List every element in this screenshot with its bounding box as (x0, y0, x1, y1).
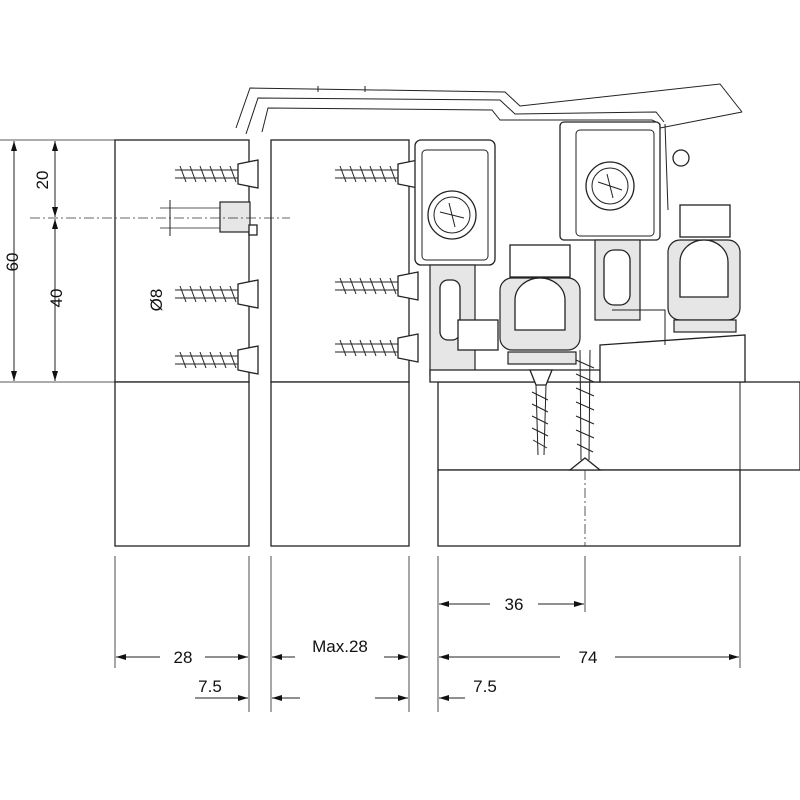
base-screws (529, 349, 602, 471)
dim-height-bottom: 40 (47, 289, 66, 308)
screw-middle-1 (335, 159, 419, 189)
screw-middle-2 (335, 271, 419, 301)
roller-carriage-2 (599, 204, 746, 383)
dim-middle-width: Max.28 (312, 637, 368, 656)
cover-profile (235, 83, 743, 211)
dim-left-offset: 7.5 (198, 677, 222, 696)
middle-panel (270, 139, 410, 547)
left-panel (114, 139, 258, 547)
left-clamp-mechanism (414, 139, 499, 376)
screw-left-2 (175, 279, 259, 309)
right-clamp-mechanism (559, 121, 690, 321)
screw-middle-3 (335, 333, 419, 363)
base-screw-2 (568, 349, 602, 471)
dim-right-width: 74 (579, 648, 598, 667)
dim-right-mid: 36 (505, 595, 524, 614)
horizontal-dimensions (114, 556, 741, 712)
dim-dowel-diameter: Ø8 (147, 289, 166, 312)
dowel (219, 201, 251, 233)
left-screws (175, 159, 259, 375)
middle-screws (335, 159, 419, 363)
screw-left-3 (175, 345, 259, 375)
dim-height-total: 60 (3, 253, 22, 272)
dim-right-offset: 7.5 (473, 677, 497, 696)
base-screw-1 (529, 369, 553, 456)
screw-left-1 (175, 159, 259, 189)
right-panel (437, 381, 800, 547)
vertical-dimensions (0, 139, 220, 383)
dim-left-width: 28 (174, 648, 193, 667)
dim-height-top: 20 (33, 171, 52, 190)
